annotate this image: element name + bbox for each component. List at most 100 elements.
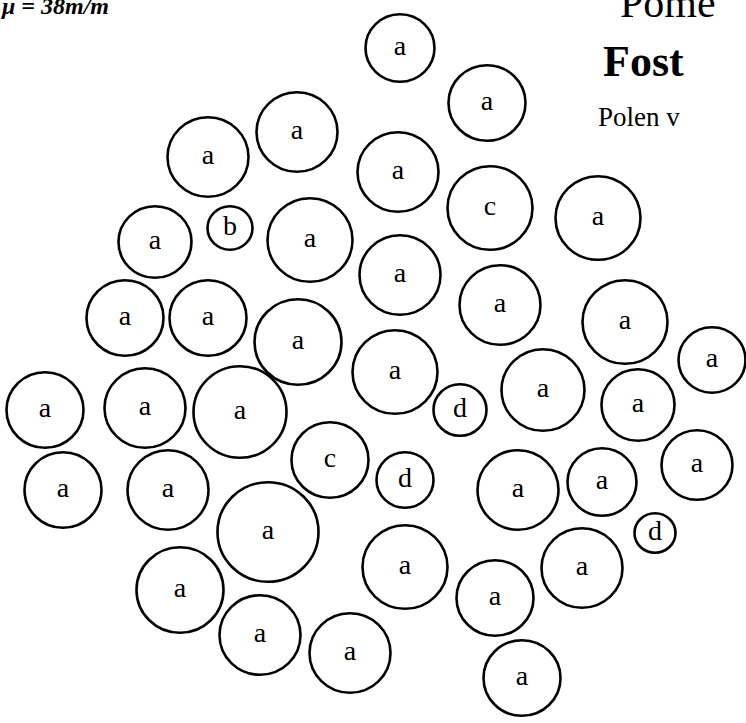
pollen-grain: a xyxy=(364,12,436,84)
pollen-grain: a xyxy=(351,328,439,416)
heading-text: Polen v xyxy=(598,104,680,131)
grain-letter: d xyxy=(375,450,435,510)
grain-outline xyxy=(662,430,733,500)
grain-outline xyxy=(449,65,526,141)
grain-letter: d xyxy=(432,382,488,438)
grain-outline xyxy=(208,206,253,250)
grain-letter: a xyxy=(168,278,248,358)
pollen-grain: a xyxy=(5,370,85,450)
grain-outline xyxy=(366,14,435,82)
grain-outline xyxy=(360,235,441,315)
grain-letter: a xyxy=(135,545,225,635)
grain-outline xyxy=(218,482,319,582)
pollen-grain: a xyxy=(216,480,320,584)
pollen-grain: a xyxy=(358,233,442,317)
grain-outline xyxy=(105,368,186,448)
pollen-grain: a xyxy=(168,278,248,358)
heading-text: Pome xyxy=(620,0,716,24)
pollen-grain: d xyxy=(633,511,677,555)
grain-outline xyxy=(434,384,487,436)
grain-letter: b xyxy=(206,204,254,252)
grain-letter: a xyxy=(554,174,642,262)
grain-letter: a xyxy=(364,12,436,84)
grain-letter: a xyxy=(166,115,250,199)
pollen-grain: a xyxy=(308,611,392,695)
pollen-grain: a xyxy=(356,130,440,214)
pollen-grain: a xyxy=(600,367,676,443)
grain-letter: a xyxy=(23,450,103,530)
grain-letter: a xyxy=(218,593,302,677)
grain-letter: d xyxy=(633,511,677,555)
grain-letter: a xyxy=(458,263,542,347)
grain-outline xyxy=(194,366,287,458)
grain-outline xyxy=(568,448,637,516)
heading-text: μ = 38m/m xyxy=(2,0,109,18)
pollen-grain: a xyxy=(566,446,638,518)
grain-outline xyxy=(257,92,338,172)
pollen-grain: d xyxy=(375,450,435,510)
pollen-grain: a xyxy=(126,448,210,532)
grain-letter: a xyxy=(566,446,638,518)
grain-letter: a xyxy=(308,611,392,695)
grain-outline xyxy=(268,198,353,282)
grain-outline xyxy=(457,560,534,636)
pollen-grain: a xyxy=(255,90,339,174)
grain-outline xyxy=(25,452,102,528)
grain-letter: a xyxy=(103,366,187,450)
grain-outline xyxy=(170,280,247,356)
grain-letter: a xyxy=(455,558,535,638)
grain-outline xyxy=(292,422,369,498)
grain-outline xyxy=(556,176,641,260)
grain-letter: c xyxy=(290,420,370,500)
grain-outline xyxy=(478,450,559,530)
grain-letter: a xyxy=(600,367,676,443)
pollen-grain: a xyxy=(660,428,734,502)
grain-outline xyxy=(220,595,301,675)
grain-outline xyxy=(542,528,623,608)
pollen-grain: a xyxy=(135,545,225,635)
grain-outline xyxy=(7,372,84,448)
pollen-grain: a xyxy=(554,174,642,262)
grain-letter: a xyxy=(677,325,746,395)
grain-outline xyxy=(310,613,391,693)
grain-letter: a xyxy=(85,278,165,358)
grain-outline xyxy=(87,280,164,356)
grain-letter: a xyxy=(476,448,560,532)
grain-letter: a xyxy=(255,90,339,174)
pollen-grain: a xyxy=(117,204,193,280)
grain-outline xyxy=(448,166,533,250)
grain-letter: a xyxy=(447,63,527,143)
pollen-grain: a xyxy=(85,278,165,358)
pollen-grain: a xyxy=(677,325,746,395)
grain-outline xyxy=(168,117,249,197)
grain-outline xyxy=(635,513,676,553)
pollen-grain: a xyxy=(476,448,560,532)
grain-outline xyxy=(602,369,675,441)
pollen-grain: a xyxy=(458,263,542,347)
grain-letter: a xyxy=(356,130,440,214)
pollen-grain: a xyxy=(192,364,288,460)
grain-outline xyxy=(255,299,342,385)
pollen-grain: a xyxy=(103,366,187,450)
pollen-grain: a xyxy=(482,638,562,718)
grain-letter: c xyxy=(446,164,534,252)
grain-letter: a xyxy=(361,523,449,611)
grain-letter: a xyxy=(192,364,288,460)
grain-outline xyxy=(363,525,448,609)
grain-outline xyxy=(460,265,541,345)
grain-letter: a xyxy=(482,638,562,718)
pollen-grain: c xyxy=(290,420,370,500)
pollen-grain: a xyxy=(266,196,354,284)
pollen-grain: b xyxy=(206,204,254,252)
grain-letter: a xyxy=(5,370,85,450)
pollen-grain: a xyxy=(581,278,669,366)
grain-letter: a xyxy=(216,480,320,584)
grain-outline xyxy=(137,547,224,633)
pollen-grain: a xyxy=(361,523,449,611)
grain-letter: a xyxy=(660,428,734,502)
grain-outline xyxy=(128,450,209,530)
grain-outline xyxy=(502,349,585,431)
pollen-grain: a xyxy=(500,347,586,433)
grain-letter: a xyxy=(266,196,354,284)
grain-outline xyxy=(484,640,561,716)
